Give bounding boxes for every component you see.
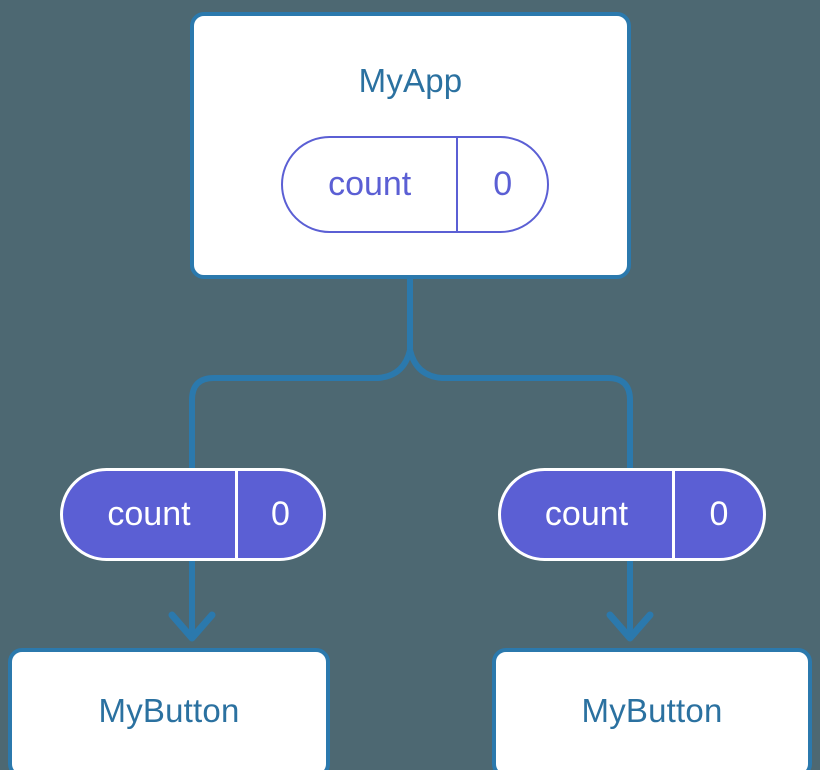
prop-pill-key: count — [107, 495, 191, 533]
arrow-head-right-icon — [606, 611, 654, 642]
connector-branch-left — [189, 349, 413, 470]
prop-pill-value: 0 — [672, 471, 763, 558]
prop-pill-value: 0 — [234, 471, 323, 558]
component-box-myapp[interactable]: MyApp count 0 — [190, 12, 631, 279]
prop-pill-key: count — [544, 495, 629, 533]
prop-pill-left-count[interactable]: count 0 — [60, 468, 326, 561]
component-box-mybutton-right[interactable]: MyButton — [492, 648, 812, 770]
state-pill-key: count — [328, 165, 412, 203]
state-pill-myapp-count[interactable]: count 0 — [281, 136, 549, 233]
component-title-mybutton: MyButton — [581, 692, 723, 729]
state-pill-value: 0 — [456, 138, 547, 231]
component-title-myapp: MyApp — [358, 62, 463, 99]
connector-branch-right — [407, 349, 633, 470]
component-box-mybutton-left[interactable]: MyButton — [8, 648, 330, 770]
prop-pill-right-count[interactable]: count 0 — [498, 468, 766, 561]
arrow-head-left-icon — [168, 611, 216, 642]
component-title-mybutton: MyButton — [98, 692, 240, 729]
